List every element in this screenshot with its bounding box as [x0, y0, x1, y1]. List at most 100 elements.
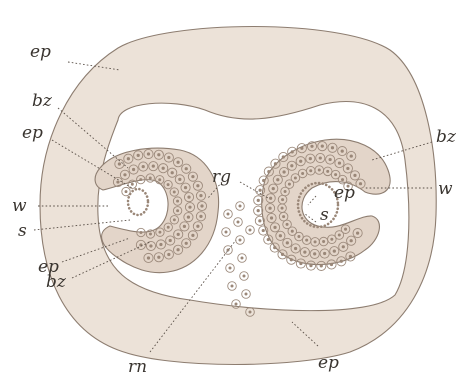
cell-nucleus	[199, 215, 202, 218]
cell-nucleus	[284, 190, 287, 193]
inner-cavity	[98, 102, 409, 311]
cell-nucleus	[346, 167, 349, 170]
cell-nucleus	[282, 155, 285, 158]
cell-nucleus	[314, 240, 317, 243]
cell-nucleus	[173, 218, 176, 221]
cell-nucleus	[279, 234, 282, 237]
cell-nucleus	[176, 161, 179, 164]
cell-nucleus	[196, 184, 199, 187]
cell-nucleus	[299, 262, 302, 265]
cell-nucleus	[309, 264, 312, 267]
cell-nucleus	[319, 156, 322, 159]
cell-nucleus	[139, 231, 142, 234]
cell-nucleus	[183, 225, 186, 228]
cell-nucleus	[272, 187, 275, 190]
label-ep-center-right: ep	[334, 183, 355, 203]
cell-nucleus	[356, 231, 359, 234]
cell-nucleus	[273, 246, 276, 249]
cell-nucleus	[281, 207, 284, 210]
cell-nucleus	[349, 255, 352, 258]
cell-nucleus	[230, 284, 233, 287]
label-rn: rn	[128, 357, 147, 377]
cell-nucleus	[149, 244, 152, 247]
cell-nucleus	[191, 175, 194, 178]
cell-nucleus	[300, 147, 303, 150]
cell-nucleus	[267, 238, 270, 241]
cell-nucleus	[200, 204, 203, 207]
cell-nucleus	[259, 189, 262, 192]
cell-nucleus	[301, 172, 304, 175]
cell-nucleus	[162, 167, 165, 170]
cell-nucleus	[291, 230, 294, 233]
cell-nucleus	[147, 152, 150, 155]
cell-nucleus	[125, 190, 128, 193]
cell-nucleus	[338, 161, 341, 164]
cell-nucleus	[131, 183, 134, 186]
cell-nucleus	[176, 209, 179, 212]
cell-nucleus	[224, 230, 227, 233]
cell-nucleus	[323, 252, 326, 255]
cell-nucleus	[274, 162, 277, 165]
cell-nucleus	[313, 252, 316, 255]
label-s-right: s	[320, 205, 329, 225]
cell-nucleus	[142, 165, 145, 168]
cell-nucleus	[281, 198, 284, 201]
cell-nucleus	[353, 174, 356, 177]
cell-nucleus	[149, 177, 152, 180]
cell-nucleus	[248, 310, 251, 313]
cell-nucleus	[173, 191, 176, 194]
cell-nucleus	[322, 240, 325, 243]
label-bz-lower-left: bz	[46, 272, 67, 292]
cell-nucleus	[157, 256, 160, 259]
label-bz-right: bz	[436, 127, 457, 147]
cell-nucleus	[321, 145, 324, 148]
cell-nucleus	[167, 156, 170, 159]
cell-nucleus	[157, 153, 160, 156]
cell-nucleus	[188, 206, 191, 209]
label-bz-left: bz	[32, 91, 53, 111]
cell-nucleus	[334, 173, 337, 176]
cell-nucleus	[257, 209, 260, 212]
cell-nucleus	[270, 216, 273, 219]
cell-nucleus	[167, 183, 170, 186]
cell-nucleus	[242, 274, 245, 277]
label-rg: rg	[212, 167, 231, 187]
cell-nucleus	[299, 160, 302, 163]
cell-nucleus	[132, 168, 135, 171]
cell-nucleus	[118, 162, 121, 165]
cell-nucleus	[309, 157, 312, 160]
cell-nucleus	[196, 225, 199, 228]
cell-nucleus	[116, 180, 119, 183]
label-s-left: s	[18, 221, 27, 241]
label-ep-bottom: ep	[318, 353, 339, 373]
label-ep-left: ep	[22, 123, 43, 143]
cell-nucleus	[238, 238, 241, 241]
cell-nucleus	[236, 220, 239, 223]
cell-nucleus	[340, 260, 343, 263]
cell-nucleus	[330, 263, 333, 266]
cell-nucleus	[238, 204, 241, 207]
cell-nucleus	[326, 170, 329, 173]
cell-nucleus	[330, 238, 333, 241]
cell-nucleus	[303, 251, 306, 254]
cell-nucleus	[169, 239, 172, 242]
cell-nucleus	[341, 149, 344, 152]
cell-nucleus	[338, 234, 341, 237]
cell-nucleus	[310, 145, 313, 148]
cell-nucleus	[309, 169, 312, 172]
cell-nucleus	[269, 197, 272, 200]
cell-nucleus	[257, 199, 260, 202]
cell-nucleus	[240, 256, 243, 259]
cell-nucleus	[273, 226, 276, 229]
cell-nucleus	[158, 178, 161, 181]
cell-nucleus	[176, 200, 179, 203]
cell-nucleus	[333, 250, 336, 253]
cell-nucleus	[258, 219, 261, 222]
cell-nucleus	[359, 182, 362, 185]
cell-nucleus	[152, 165, 155, 168]
cell-nucleus	[167, 226, 170, 229]
cell-nucleus	[297, 235, 300, 238]
cell-nucleus	[344, 228, 347, 231]
cell-nucleus	[187, 216, 190, 219]
